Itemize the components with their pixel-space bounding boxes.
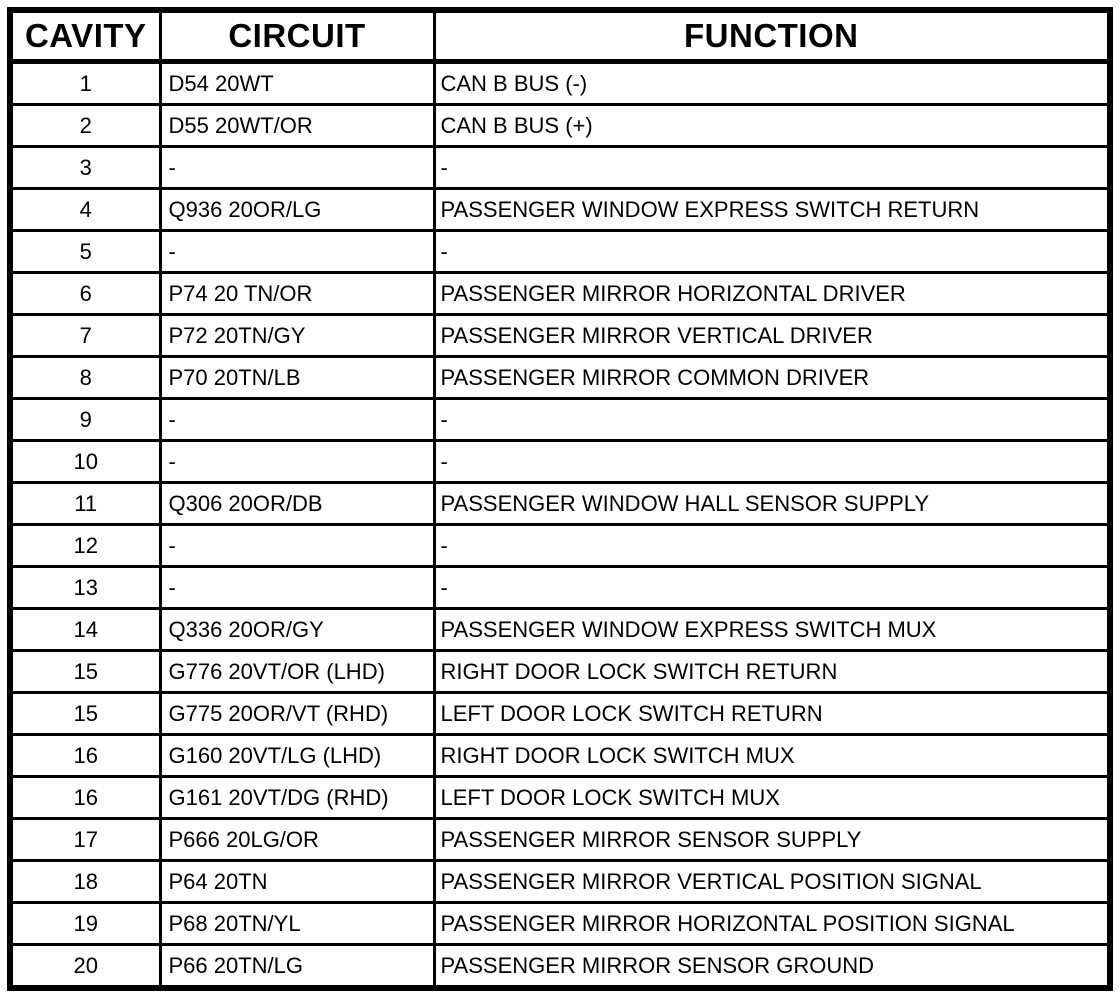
table-row: 2 D55 20WT/OR CAN B BUS (+) — [8, 103, 1112, 148]
function-cell: PASSENGER MIRROR HORIZONTAL DRIVER — [432, 271, 1112, 316]
circuit-cell: - — [158, 565, 436, 610]
circuit-cell: - — [158, 523, 436, 568]
circuit-cell: G776 20VT/OR (LHD) — [158, 649, 436, 694]
circuit-cell: - — [158, 229, 436, 274]
circuit-cell: G160 20VT/LG (LHD) — [158, 733, 436, 778]
cavity-cell: 16 — [8, 775, 162, 820]
cavity-cell: 20 — [8, 943, 162, 990]
circuit-cell: Q306 20OR/DB — [158, 481, 436, 526]
cavity-cell: 14 — [8, 607, 162, 652]
table-row: 14 Q336 20OR/GY PASSENGER WINDOW EXPRESS… — [8, 607, 1112, 652]
table-row: 15 G776 20VT/OR (LHD) RIGHT DOOR LOCK SW… — [8, 649, 1112, 694]
cavity-cell: 8 — [8, 355, 162, 400]
function-cell: PASSENGER WINDOW EXPRESS SWITCH MUX — [432, 607, 1112, 652]
circuit-cell: P64 20TN — [158, 859, 436, 904]
circuit-cell: Q936 20OR/LG — [158, 187, 436, 232]
cavity-cell: 6 — [8, 271, 162, 316]
function-cell: CAN B BUS (-) — [432, 60, 1112, 106]
cavity-cell: 18 — [8, 859, 162, 904]
circuit-cell: Q336 20OR/GY — [158, 607, 436, 652]
table-row: 18 P64 20TN PASSENGER MIRROR VERTICAL PO… — [8, 859, 1112, 904]
function-cell: CAN B BUS (+) — [432, 103, 1112, 148]
function-cell: PASSENGER WINDOW EXPRESS SWITCH RETURN — [432, 187, 1112, 232]
cavity-cell: 15 — [8, 691, 162, 736]
function-cell: PASSENGER MIRROR COMMON DRIVER — [432, 355, 1112, 400]
circuit-cell: D55 20WT/OR — [158, 103, 436, 148]
function-cell: RIGHT DOOR LOCK SWITCH RETURN — [432, 649, 1112, 694]
table-row: 19 P68 20TN/YL PASSENGER MIRROR HORIZONT… — [8, 901, 1112, 946]
cavity-cell: 16 — [8, 733, 162, 778]
circuit-cell: P666 20LG/OR — [158, 817, 436, 862]
function-cell: - — [432, 397, 1112, 442]
cavity-cell: 15 — [8, 649, 162, 694]
table-row: 8 P70 20TN/LB PASSENGER MIRROR COMMON DR… — [8, 355, 1112, 400]
function-cell: PASSENGER MIRROR SENSOR GROUND — [432, 943, 1112, 990]
function-cell: PASSENGER MIRROR VERTICAL POSITION SIGNA… — [432, 859, 1112, 904]
circuit-cell: - — [158, 439, 436, 484]
connector-pinout-table: CAVITY CIRCUIT FUNCTION 1 D54 20WT CAN B… — [7, 7, 1113, 991]
circuit-cell: P72 20TN/GY — [158, 313, 436, 358]
function-cell: - — [432, 145, 1112, 190]
function-cell: LEFT DOOR LOCK SWITCH MUX — [432, 775, 1112, 820]
cavity-cell: 10 — [8, 439, 162, 484]
circuit-cell: P68 20TN/YL — [158, 901, 436, 946]
table-row: 16 G161 20VT/DG (RHD) LEFT DOOR LOCK SWI… — [8, 775, 1112, 820]
cavity-cell: 3 — [8, 145, 162, 190]
table-row: 6 P74 20 TN/OR PASSENGER MIRROR HORIZONT… — [8, 271, 1112, 316]
table-row: 3 - - — [8, 145, 1112, 190]
table-row: 1 D54 20WT CAN B BUS (-) — [8, 60, 1112, 106]
table-row: 7 P72 20TN/GY PASSENGER MIRROR VERTICAL … — [8, 313, 1112, 358]
header-row: CAVITY CIRCUIT FUNCTION — [8, 8, 1112, 64]
table-row: 9 - - — [8, 397, 1112, 442]
column-header-cavity: CAVITY — [8, 8, 162, 64]
circuit-cell: P74 20 TN/OR — [158, 271, 436, 316]
circuit-cell: - — [158, 397, 436, 442]
function-cell: LEFT DOOR LOCK SWITCH RETURN — [432, 691, 1112, 736]
cavity-cell: 4 — [8, 187, 162, 232]
circuit-cell: D54 20WT — [158, 60, 436, 106]
table-row: 4 Q936 20OR/LG PASSENGER WINDOW EXPRESS … — [8, 187, 1112, 232]
table-row: 16 G160 20VT/LG (LHD) RIGHT DOOR LOCK SW… — [8, 733, 1112, 778]
cavity-cell: 2 — [8, 103, 162, 148]
table-row: 12 - - — [8, 523, 1112, 568]
table-row: 17 P666 20LG/OR PASSENGER MIRROR SENSOR … — [8, 817, 1112, 862]
table-body: 1 D54 20WT CAN B BUS (-) 2 D55 20WT/OR C… — [8, 60, 1112, 990]
cavity-cell: 5 — [8, 229, 162, 274]
cavity-cell: 19 — [8, 901, 162, 946]
function-cell: PASSENGER MIRROR VERTICAL DRIVER — [432, 313, 1112, 358]
column-header-function: FUNCTION — [432, 8, 1112, 64]
circuit-cell: P70 20TN/LB — [158, 355, 436, 400]
function-cell: - — [432, 565, 1112, 610]
function-cell: - — [432, 229, 1112, 274]
circuit-cell: P66 20TN/LG — [158, 943, 436, 990]
table-row: 11 Q306 20OR/DB PASSENGER WINDOW HALL SE… — [8, 481, 1112, 526]
circuit-cell: G775 20OR/VT (RHD) — [158, 691, 436, 736]
table-row: 13 - - — [8, 565, 1112, 610]
table-row: 20 P66 20TN/LG PASSENGER MIRROR SENSOR G… — [8, 943, 1112, 990]
function-cell: - — [432, 439, 1112, 484]
function-cell: PASSENGER WINDOW HALL SENSOR SUPPLY — [432, 481, 1112, 526]
cavity-cell: 12 — [8, 523, 162, 568]
cavity-cell: 1 — [8, 60, 162, 106]
function-cell: RIGHT DOOR LOCK SWITCH MUX — [432, 733, 1112, 778]
table-row: 5 - - — [8, 229, 1112, 274]
cavity-cell: 7 — [8, 313, 162, 358]
cavity-cell: 13 — [8, 565, 162, 610]
cavity-cell: 9 — [8, 397, 162, 442]
table-row: 10 - - — [8, 439, 1112, 484]
cavity-cell: 17 — [8, 817, 162, 862]
circuit-cell: G161 20VT/DG (RHD) — [158, 775, 436, 820]
function-cell: PASSENGER MIRROR SENSOR SUPPLY — [432, 817, 1112, 862]
circuit-cell: - — [158, 145, 436, 190]
column-header-circuit: CIRCUIT — [158, 8, 436, 64]
cavity-cell: 11 — [8, 481, 162, 526]
table-row: 15 G775 20OR/VT (RHD) LEFT DOOR LOCK SWI… — [8, 691, 1112, 736]
function-cell: - — [432, 523, 1112, 568]
table-header: CAVITY CIRCUIT FUNCTION — [8, 8, 1112, 64]
function-cell: PASSENGER MIRROR HORIZONTAL POSITION SIG… — [432, 901, 1112, 946]
